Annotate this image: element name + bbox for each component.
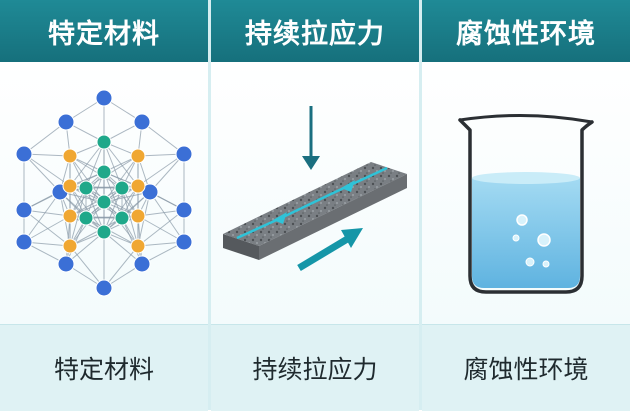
lattice-atom: [78, 180, 94, 196]
arrow-head-diagonal: [341, 228, 363, 248]
lattice-bond: [69, 155, 123, 189]
lattice-atom: [175, 145, 193, 163]
panel-caption: 腐蚀性环境: [422, 324, 630, 411]
bubble: [537, 233, 551, 247]
panel-specific-material: 特定材料 特定材料: [0, 0, 208, 411]
panel-header: 特定材料: [0, 0, 208, 62]
lattice-bond: [23, 191, 61, 243]
beaker-rim: [458, 113, 594, 124]
lattice-bond: [137, 215, 185, 243]
lattice-bond: [69, 141, 105, 187]
lattice-atom: [15, 233, 33, 251]
panel-header: 持续拉应力: [211, 0, 419, 62]
lattice-bond: [23, 209, 71, 247]
lattice-atom: [130, 178, 146, 194]
lattice-atom: [62, 208, 78, 224]
lattice-structure-icon: [15, 89, 193, 297]
lattice-bond: [85, 155, 139, 189]
force-arrow-diagonal: [297, 234, 351, 272]
lattice-atom: [175, 201, 193, 219]
lattice-atom: [15, 201, 33, 219]
lattice-atom: [95, 279, 113, 297]
lattice-atom: [175, 233, 193, 251]
lattice-atom: [130, 238, 146, 254]
bar-front-face: [223, 234, 259, 260]
lattice-atom: [130, 148, 146, 164]
panel-corrosive-environment: 腐蚀性环境: [422, 0, 630, 411]
panel-body: [422, 62, 630, 324]
lattice-atom: [133, 113, 151, 131]
panel-tensile-stress: 持续拉应力: [211, 0, 419, 411]
bubble: [512, 234, 520, 242]
lattice-atom: [96, 224, 112, 240]
lattice-atom: [57, 113, 75, 131]
lattice-bond: [85, 217, 139, 247]
lattice-atom: [95, 89, 113, 107]
lattice-atom: [114, 210, 130, 226]
stress-crack-line: [236, 166, 388, 240]
lattice-atom: [114, 180, 130, 196]
lattice-bond: [103, 141, 123, 189]
bubble: [542, 260, 550, 268]
lattice-bond: [69, 217, 123, 247]
lattice-bond: [137, 153, 185, 187]
corrosive-beaker-icon: [458, 113, 594, 294]
lattice-bond: [23, 215, 71, 243]
lattice-atom: [15, 145, 33, 163]
lattice-atom: [62, 238, 78, 254]
lattice-bond: [137, 209, 185, 247]
crack-arrow-1: [273, 212, 287, 224]
lattice-bond: [141, 121, 185, 155]
lattice-atom: [78, 210, 94, 226]
liquid-surface: [472, 172, 580, 184]
crack-arrow-2: [341, 180, 355, 192]
lattice-atom: [133, 255, 151, 273]
lattice-atom: [62, 178, 78, 194]
lattice-atom: [96, 134, 112, 150]
corrosive-liquid: [472, 174, 580, 288]
bar-side-face: [259, 174, 407, 260]
lattice-bond: [85, 141, 105, 189]
panel-body: [211, 62, 419, 324]
lattice-bond: [69, 187, 123, 217]
lattice-bond: [85, 187, 139, 217]
panel-divider: [419, 0, 422, 410]
tensile-stress-bar-icon: [223, 106, 407, 272]
lattice-atom: [57, 255, 75, 273]
bubble: [516, 214, 528, 226]
lattice-bond: [103, 245, 139, 289]
lattice-atom: [62, 148, 78, 164]
lattice-bond: [103, 141, 139, 187]
lattice-bond: [23, 153, 61, 193]
beaker-outline: [458, 118, 594, 294]
panel-caption: 持续拉应力: [211, 324, 419, 411]
lattice-atom: [130, 208, 146, 224]
lattice-bond: [23, 153, 71, 187]
lattice-bond: [149, 191, 185, 243]
panel-caption: 特定材料: [0, 324, 208, 411]
arrow-head-down: [302, 156, 320, 170]
bubble: [525, 257, 535, 267]
lattice-bond: [121, 187, 139, 247]
lattice-bond: [69, 187, 87, 247]
lattice-atom: [96, 164, 112, 180]
bar-top-face: [223, 162, 407, 246]
lattice-bond: [23, 121, 67, 155]
lattice-bond: [69, 245, 105, 289]
lattice-atom: [96, 194, 112, 210]
panel-divider: [208, 0, 211, 410]
panel-body: [0, 62, 208, 324]
panel-header: 腐蚀性环境: [422, 0, 630, 62]
